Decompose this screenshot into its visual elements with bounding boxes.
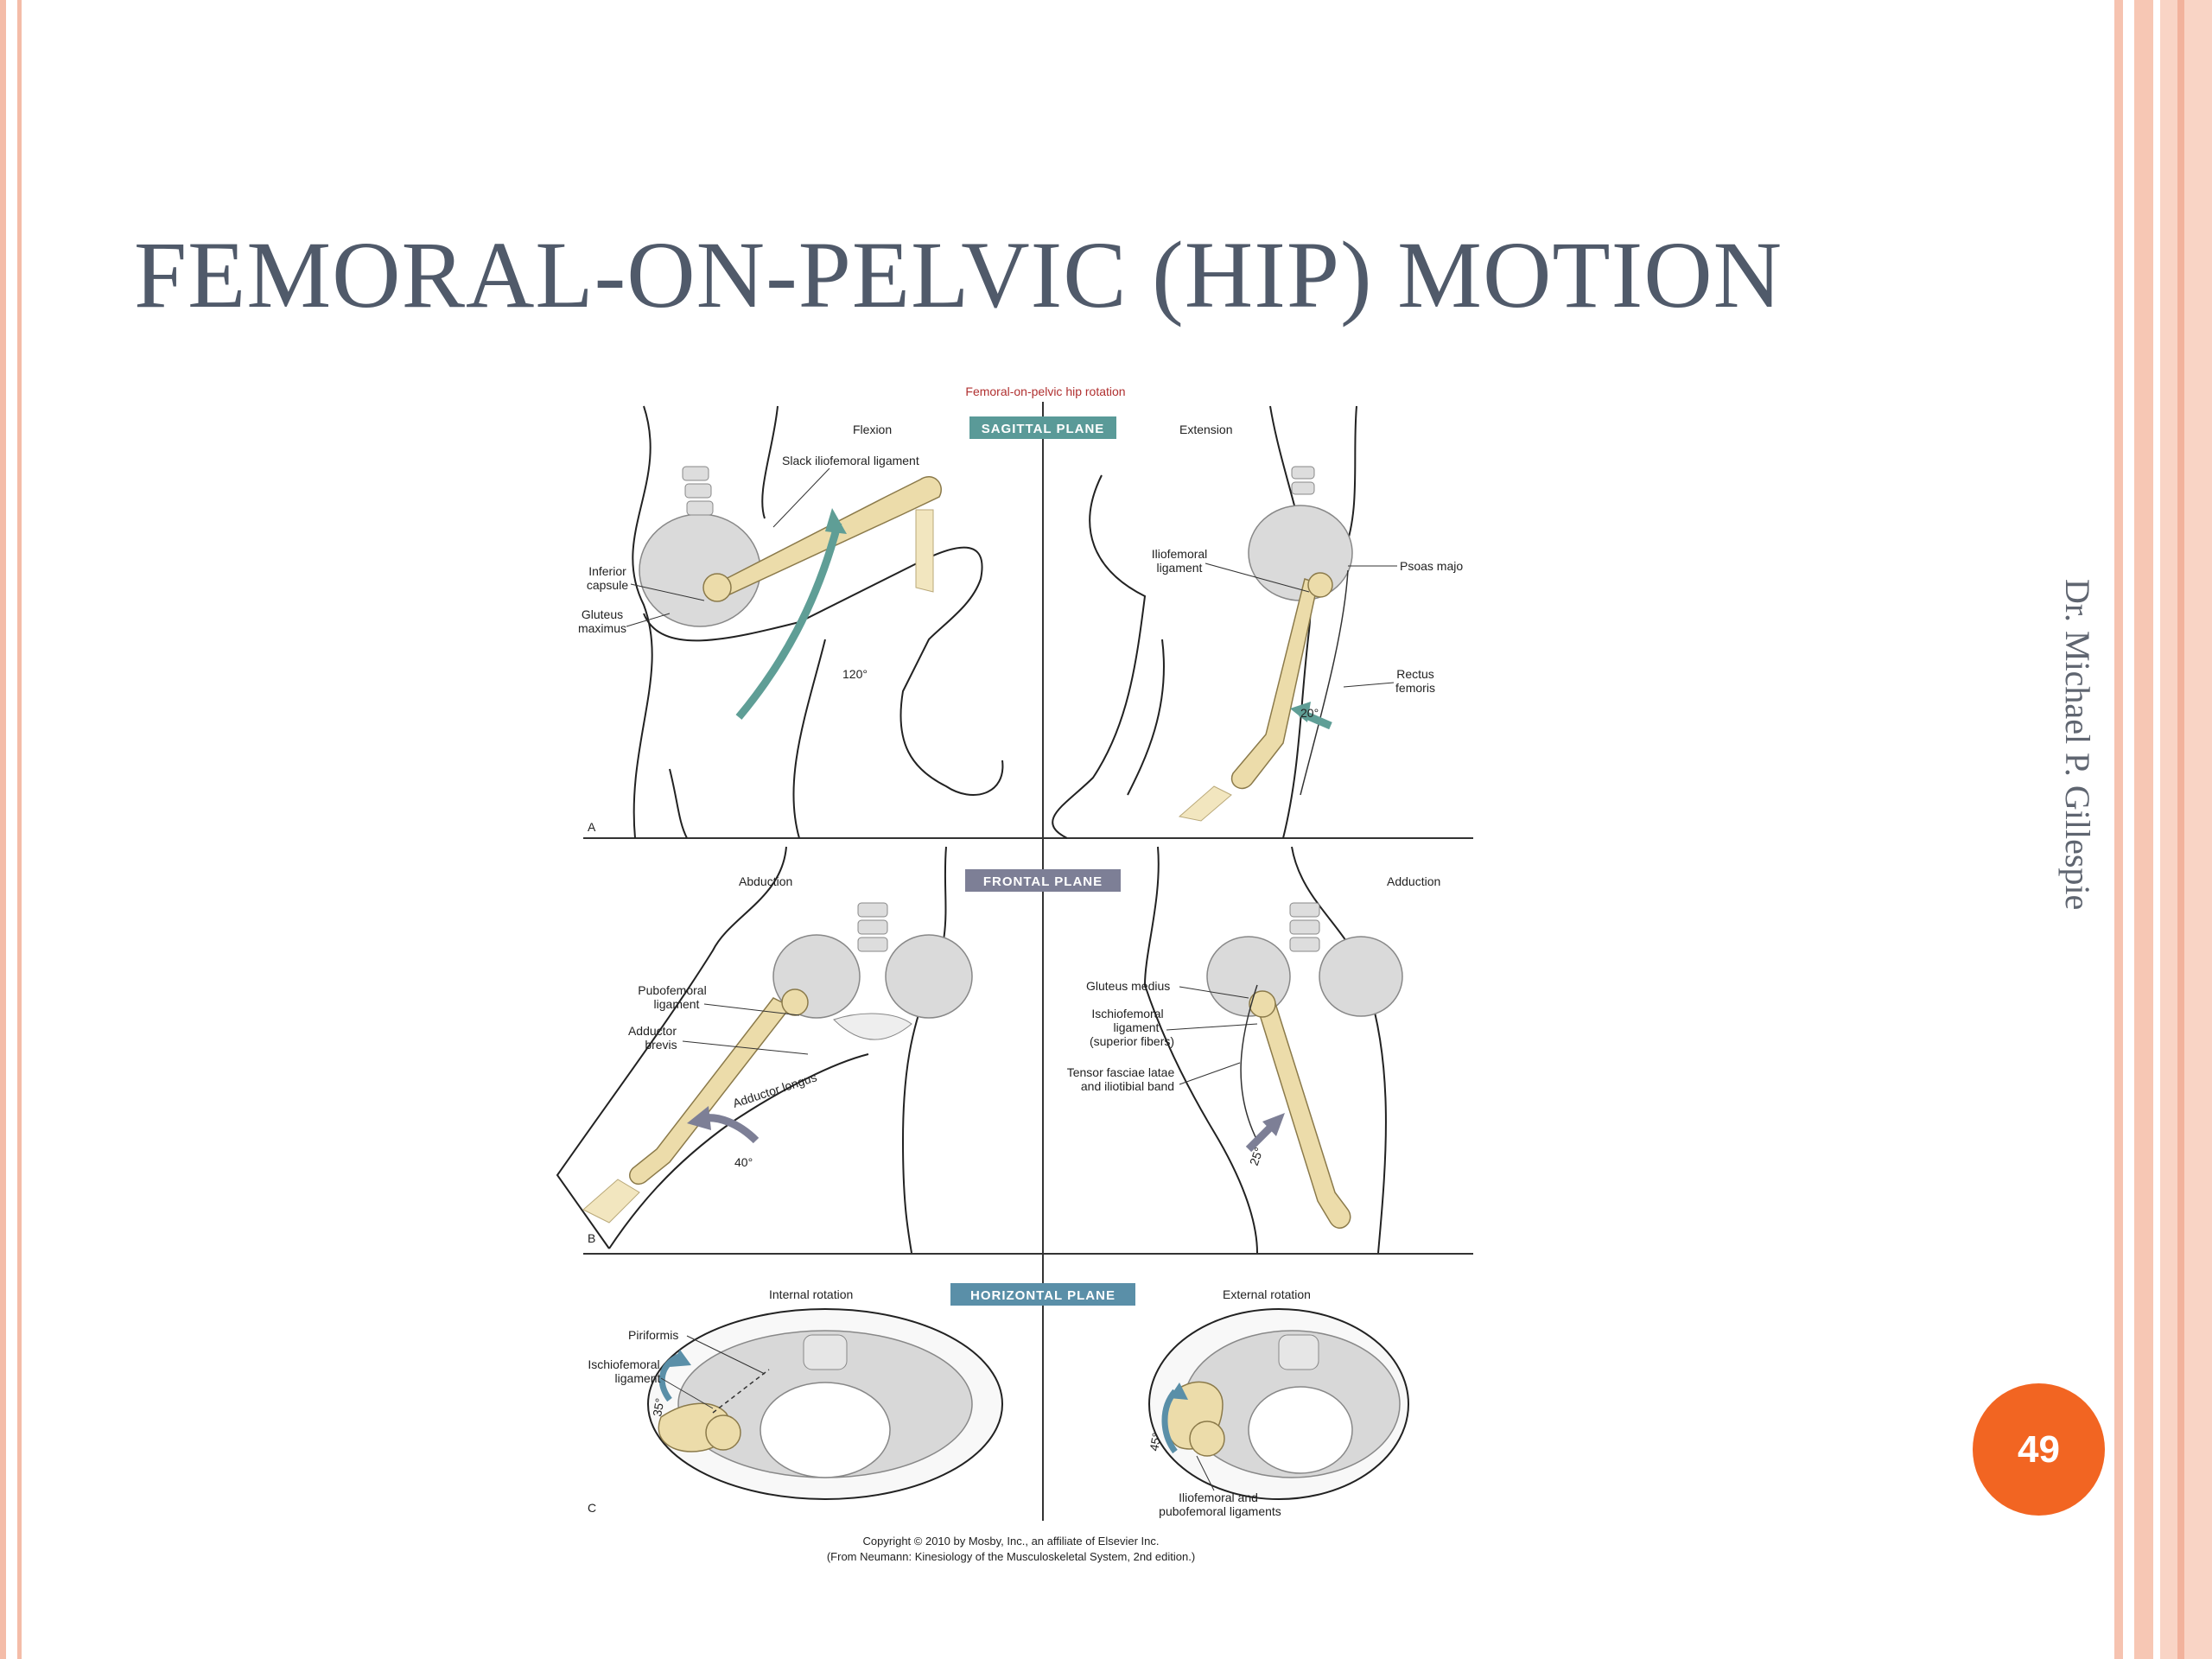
external-rotation-illustration [1148,1308,1409,1500]
adductor-longus-label: Adductor longus [731,1070,818,1109]
figure-header: Femoral-on-pelvic hip rotation [965,385,1125,398]
iliofemoral-pubofemoral-label-2: pubofemoral ligaments [1159,1504,1281,1518]
internal-rotation-label: Internal rotation [769,1287,853,1301]
panel-letter-c: C [588,1501,596,1515]
pubofemoral-label-2: ligament [654,997,700,1011]
horizontal-plane-label: HORIZONTAL PLANE [970,1288,1116,1303]
right-border-stripe [2114,0,2123,1659]
horizontal-plane-box [950,1283,1135,1306]
ischiofemoral-label: Ischiofemoral [1091,1007,1163,1020]
flexion-angle: 120° [842,667,868,681]
page-number-badge: 49 [1973,1383,2105,1516]
gluteus-medius-label: Gluteus medius [1086,979,1170,993]
external-rotation-label: External rotation [1223,1287,1311,1301]
left-border-stripe [0,0,6,1659]
hip-motion-figure: Femoral-on-pelvic hip rotation SAGITTAL … [540,380,1491,1573]
hip-motion-diagram: Femoral-on-pelvic hip rotation SAGITTAL … [556,385,1473,1563]
extension-angle: 20° [1300,706,1319,720]
inferior-capsule-label: Inferior [588,564,626,578]
copyright-line-2: (From Neumann: Kinesiology of the Muscul… [827,1550,1195,1563]
abduction-illustration [556,846,973,1254]
rectus-femoris-label-2: femoris [1395,681,1435,695]
ischiofemoral-h-label: Ischiofemoral [588,1357,659,1371]
adduction-label: Adduction [1387,874,1440,888]
extension-illustration [1052,405,1357,839]
ischiofemoral-label-2: ligament [1114,1020,1160,1034]
right-border-stripe [2134,0,2153,1659]
pubofemoral-label: Pubofemoral [638,983,706,997]
slack-ligament-label: Slack iliofemoral ligament [782,454,919,467]
panel-letter-b: B [588,1231,595,1245]
left-border-stripe-inner [17,0,22,1659]
sagittal-plane-label: SAGITTAL PLANE [982,422,1105,436]
gluteus-maximus-label-2: maximus [578,621,626,635]
rectus-femoris-label: Rectus [1396,667,1434,681]
author-name: Dr. Michael P. Gillespie [2058,579,2097,911]
external-rotation-angle: 45° [1147,1432,1163,1452]
slide-title: FEMORAL-ON-PELVIC (HIP) MOTION [134,222,1783,327]
copyright-line-1: Copyright © 2010 by Mosby, Inc., an affi… [863,1535,1160,1548]
frontal-plane-box [965,869,1121,892]
frontal-plane-label: FRONTAL PLANE [983,874,1103,889]
tensor-fasciae-label-2: and iliotibial band [1081,1079,1174,1093]
right-border-stripe [2177,0,2184,1659]
iliofemoral-label: Iliofemoral [1152,547,1208,561]
sagittal-plane-box [969,416,1116,439]
adductor-brevis-label-2: brevis [645,1038,677,1052]
inferior-capsule-label-2: capsule [587,578,628,592]
abduction-angle: 40° [734,1155,753,1169]
internal-rotation-angle: 35° [650,1397,666,1418]
tensor-fasciae-label: Tensor fasciae latae [1067,1065,1175,1079]
extension-label: Extension [1179,423,1232,436]
ischiofemoral-h-label-2: ligament [615,1371,661,1385]
piriformis-label: Piriformis [628,1328,678,1342]
abduction-label: Abduction [739,874,792,888]
gluteus-maximus-label: Gluteus [582,607,623,621]
panel-letter-a: A [588,820,596,834]
psoas-label: Psoas majo [1400,559,1463,573]
iliofemoral-label-2: ligament [1157,561,1203,575]
ischiofemoral-label-3: (superior fibers) [1090,1034,1174,1048]
adduction-angle: 25° [1247,1146,1266,1167]
internal-rotation-illustration [647,1308,1003,1500]
flexion-label: Flexion [853,423,892,436]
iliofemoral-pubofemoral-label: Iliofemoral and [1179,1491,1258,1504]
right-border-band [2160,0,2212,1659]
adductor-brevis-label: Adductor [628,1024,677,1038]
adduction-illustration [1143,846,1403,1254]
flexion-illustration [632,405,1004,839]
